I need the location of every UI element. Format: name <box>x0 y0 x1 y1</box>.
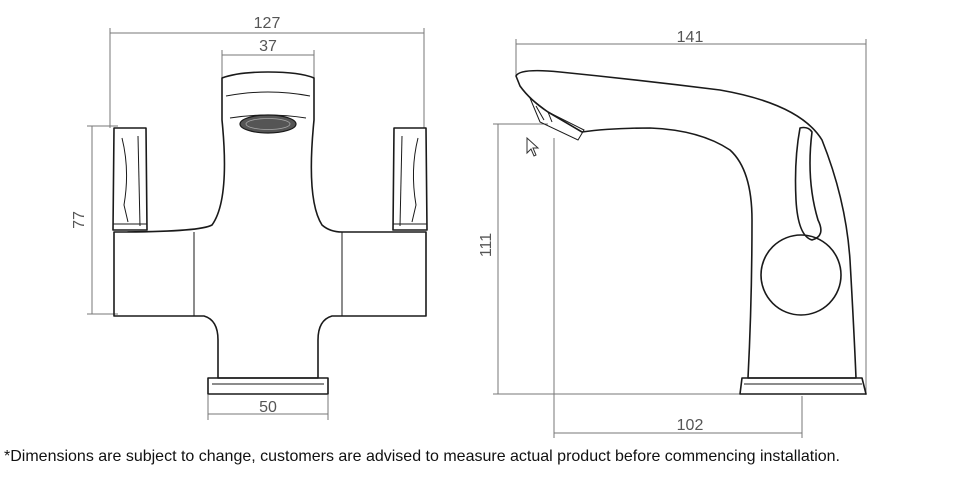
dimension-label-141: 141 <box>677 29 704 46</box>
dimension-front-handle-height: 77 <box>71 125 118 315</box>
side-view: 141 111 102 <box>478 29 867 438</box>
dimension-label-50: 50 <box>259 399 277 416</box>
dimension-front-spout-width: 37 <box>221 38 315 78</box>
dimension-front-overall-width: 127 <box>109 15 425 128</box>
front-body <box>113 71 427 379</box>
disclaimer-text: *Dimensions are subject to change, custo… <box>4 448 840 465</box>
dimension-side-overall-length: 141 <box>515 29 867 395</box>
dimension-label-77: 77 <box>71 211 88 229</box>
dimension-label-111: 111 <box>478 233 495 257</box>
dimension-label-102: 102 <box>677 417 704 434</box>
front-base <box>207 377 329 395</box>
dimension-label-127: 127 <box>254 15 281 32</box>
dimension-front-base-width: 50 <box>207 395 329 420</box>
aerator-icon <box>239 114 297 134</box>
side-lever <box>760 126 842 316</box>
side-base <box>739 377 867 395</box>
front-view: 127 37 77 50 <box>71 15 428 420</box>
front-left-handle <box>112 127 148 231</box>
dimension-side-spout-height: 111 <box>478 123 740 395</box>
side-body <box>515 69 857 379</box>
dimension-label-37: 37 <box>259 38 277 55</box>
mouse-cursor-icon <box>526 136 540 157</box>
front-right-handle <box>392 127 428 231</box>
dimension-side-base-to-spout: 102 <box>553 138 803 438</box>
